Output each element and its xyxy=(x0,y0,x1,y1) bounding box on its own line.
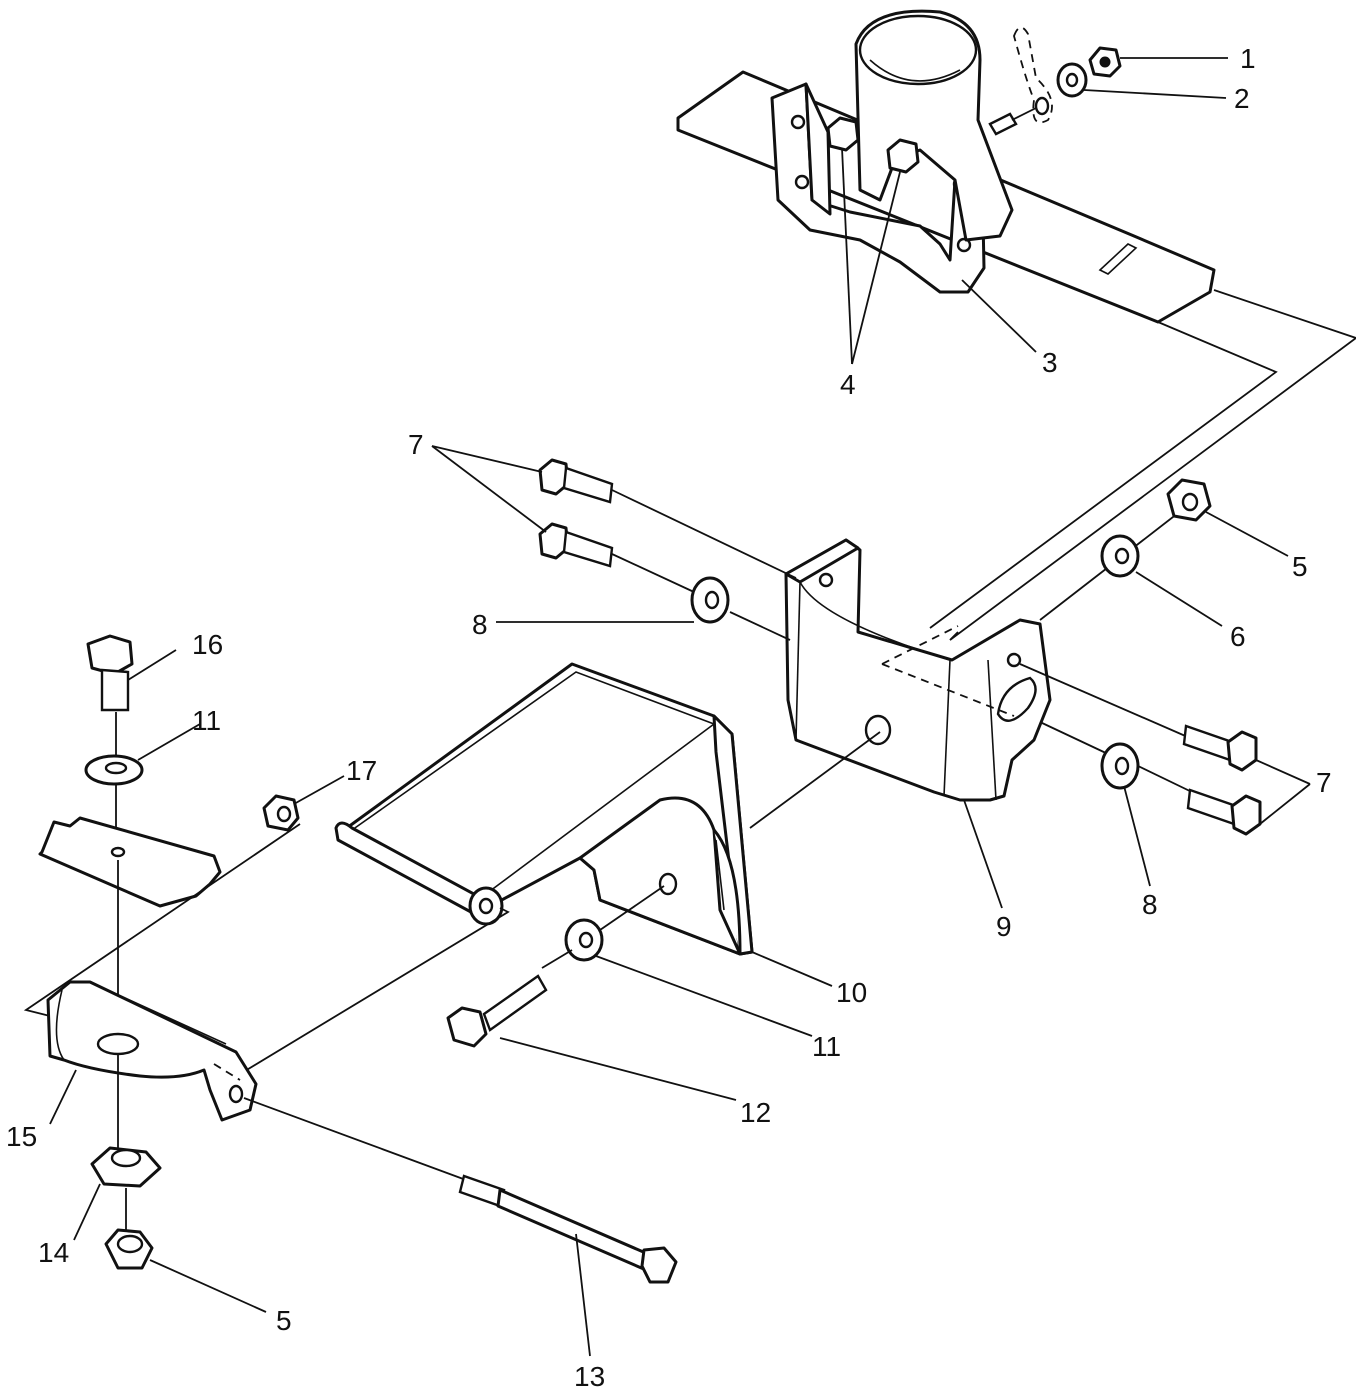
callout-7-right: 7 xyxy=(1316,767,1332,798)
callout-15: 15 xyxy=(6,1121,37,1152)
mounting-plate-assembly xyxy=(676,9,1216,324)
bolt-16 xyxy=(86,634,134,712)
callout-7-left: 7 xyxy=(408,429,424,460)
pivot-bracket xyxy=(334,662,754,956)
callout-11-left: 11 xyxy=(192,705,221,736)
callout-17: 17 xyxy=(346,755,377,786)
clevis-bracket xyxy=(46,980,258,1122)
callout-6: 6 xyxy=(1230,621,1246,652)
callout-11-center: 11 xyxy=(812,1031,841,1062)
callout-12: 12 xyxy=(740,1097,771,1128)
callout-1: 1 xyxy=(1240,43,1256,74)
callout-13: 13 xyxy=(574,1361,605,1392)
bolt-12 xyxy=(446,974,548,1048)
callout-5-lower: 5 xyxy=(276,1305,292,1336)
main-bracket xyxy=(784,538,1052,802)
callout-8-right: 8 xyxy=(1142,889,1158,920)
callout-3: 3 xyxy=(1042,347,1058,378)
bolt-7-upper-right xyxy=(1182,724,1258,772)
callout-16: 16 xyxy=(192,629,223,660)
callout-5-upper: 5 xyxy=(1292,551,1308,582)
callout-9: 9 xyxy=(996,911,1012,942)
callout-8-left: 8 xyxy=(472,609,488,640)
long-bolt-13 xyxy=(458,1174,678,1284)
callout-2: 2 xyxy=(1234,83,1250,114)
bolt-7-lower-left xyxy=(538,522,614,568)
callout-14: 14 xyxy=(38,1237,69,1268)
callout-4: 4 xyxy=(840,369,856,400)
callout-10: 10 xyxy=(836,977,867,1008)
bolt-7-upper-left xyxy=(538,458,614,504)
bolt-7-lower-right xyxy=(1186,788,1262,836)
